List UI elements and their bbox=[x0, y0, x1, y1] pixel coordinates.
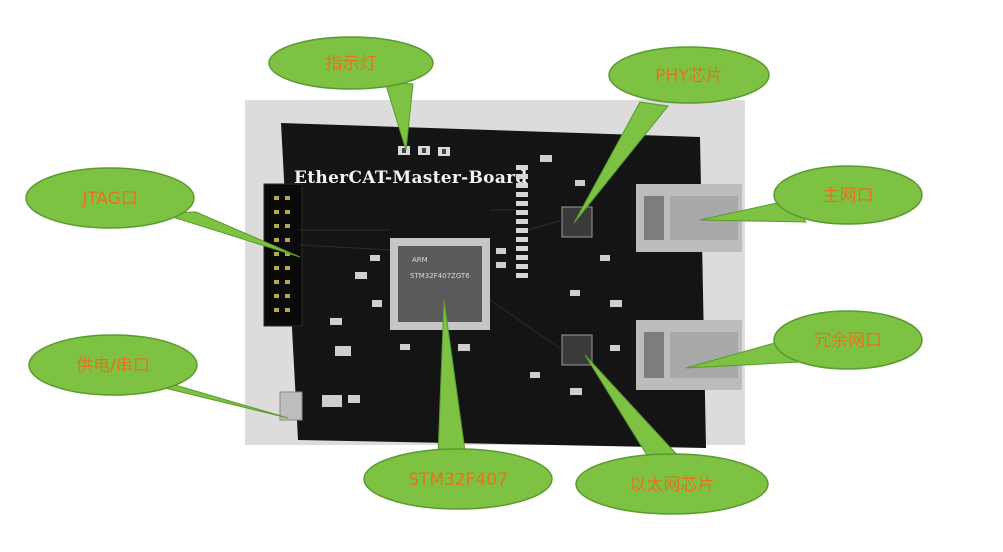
resistor-array bbox=[516, 165, 528, 278]
callout-ethernet-chip-label: 以太网芯片 bbox=[630, 475, 715, 495]
callout-stm32-label: STM32F407 bbox=[408, 470, 508, 490]
pcb-traces bbox=[299, 209, 563, 351]
phy-chip bbox=[561, 206, 593, 238]
mcu-marking: STM32F407ZGT6 bbox=[410, 272, 470, 280]
mcu-logo: ARM bbox=[412, 256, 428, 264]
callout-phy: PHY芯片 bbox=[573, 46, 770, 224]
pcb-board: EtherCAT-Master-Board bbox=[263, 123, 742, 448]
callout-jtag-label: JTAG口 bbox=[81, 189, 138, 209]
callout-stm32: STM32F407 bbox=[363, 299, 553, 510]
callout-main-port-label: 主网口 bbox=[823, 186, 874, 206]
callout-indicator: 指示灯 bbox=[268, 36, 434, 151]
callout-indicator-label: 指示灯 bbox=[326, 54, 377, 74]
callout-ethernet-chip: 以太网芯片 bbox=[575, 354, 769, 515]
stm32-mcu-chip: ARM STM32F407ZGT6 bbox=[390, 238, 490, 330]
board-title: EtherCAT-Master-Board bbox=[294, 168, 528, 188]
usb-connector bbox=[279, 391, 303, 421]
callout-phy-label: PHY芯片 bbox=[655, 66, 722, 86]
ethernet-chip bbox=[561, 334, 593, 366]
rj45-redundant-port bbox=[636, 320, 742, 390]
smd-components bbox=[322, 155, 622, 407]
callout-redundant-port-label: 冗余网口 bbox=[814, 331, 882, 351]
callout-power-serial-label: 供电/串口 bbox=[76, 356, 150, 376]
jtag-header bbox=[263, 183, 303, 327]
callout-jtag: JTAG口 bbox=[25, 167, 301, 258]
callout-main-port: 主网口 bbox=[699, 165, 923, 225]
callout-power-serial: 供电/串口 bbox=[28, 334, 289, 419]
callout-redundant-port: 冗余网口 bbox=[685, 310, 923, 370]
indicator-leds bbox=[398, 146, 450, 156]
